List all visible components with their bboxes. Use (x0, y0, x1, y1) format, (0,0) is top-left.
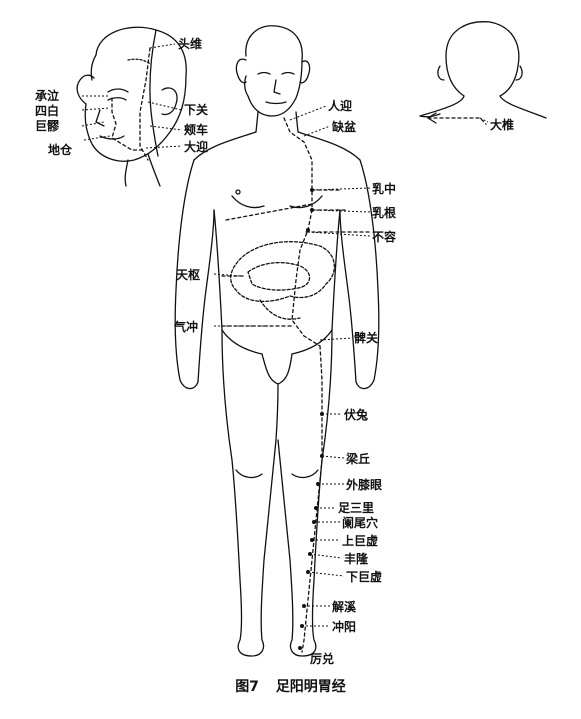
label-xiajuxu: 下巨虚 (346, 570, 383, 584)
label-waixiyan: 外膝眼 (346, 478, 383, 492)
figure-caption: 图7 足阳明胃经 (0, 676, 581, 696)
label-lidui: 厉兑 (310, 652, 335, 666)
label-jiexi: 解溪 (332, 600, 357, 614)
label-daying: 大迎 (184, 140, 209, 154)
label-futu: 伏兔 (344, 408, 369, 422)
label-dazhui: 大椎 (490, 118, 515, 132)
acupoint-dots (298, 188, 324, 650)
label-sibai: 四白 (35, 104, 60, 118)
label-dicang: 地仓 (48, 143, 73, 157)
label-ruzhong: 乳中 (372, 182, 397, 196)
figure-title: 足阳明胃经 (275, 679, 346, 695)
label-zusanli: 足三里 (338, 501, 375, 515)
head-closeup-drawing (76, 26, 187, 187)
head-meridian-path (111, 47, 151, 161)
leader-lines (81, 43, 489, 627)
label-qichong: 气冲 (174, 320, 199, 334)
label-fenglong: 丰隆 (344, 552, 369, 566)
label-liangqiu: 梁丘 (346, 452, 371, 466)
label-jiache: 颊车 (184, 123, 209, 137)
label-chengqi: 承泣 (35, 89, 60, 103)
label-lanweixue: 阑尾穴 (342, 516, 379, 530)
label-rugen: 乳根 (372, 206, 397, 220)
back-meridian-path (427, 117, 487, 125)
label-chongyang: 冲阳 (332, 620, 357, 634)
label-shangjuxu: 上巨虚 (342, 534, 379, 548)
label-biguan: 髀关 (354, 331, 379, 345)
label-juliao: 巨髎 (35, 119, 60, 133)
figure-number: 图7 (235, 679, 259, 695)
label-tianshu: 天枢 (176, 268, 201, 282)
full-body-drawing (174, 25, 380, 657)
label-quepen: 缺盆 (332, 120, 357, 134)
label-burong: 不容 (372, 230, 397, 244)
label-touwei: 头维 (178, 37, 203, 51)
direction-arrow-icon (427, 112, 437, 124)
label-renying: 人迎 (328, 99, 353, 113)
back-of-head-drawing (419, 21, 547, 119)
label-xiaguan: 下关 (184, 103, 209, 117)
